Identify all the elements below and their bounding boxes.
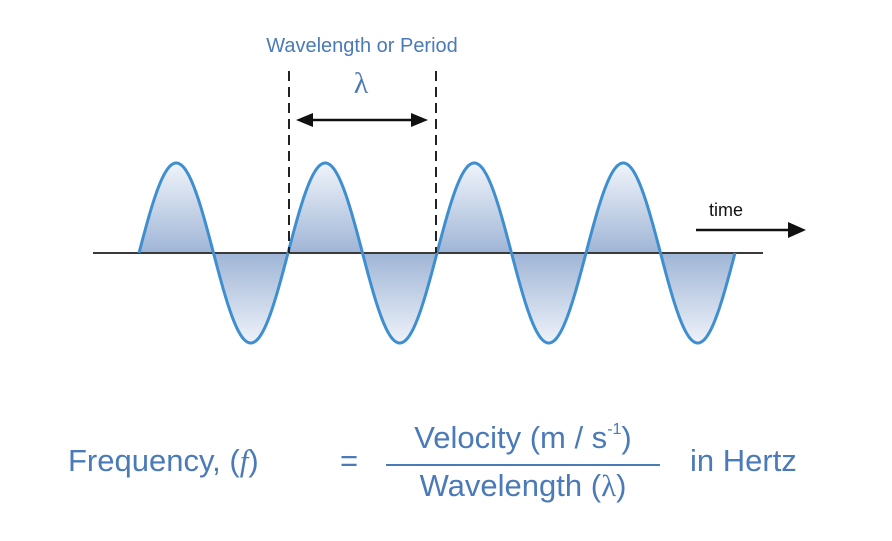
wavelength-double-arrow — [296, 113, 428, 127]
time-arrow — [696, 222, 806, 238]
numerator-exponent: -1 — [607, 421, 622, 438]
wavelength-title: Wavelength or Period — [266, 35, 458, 57]
wave-trough-fill — [362, 253, 437, 343]
numerator-close-paren: ) — [621, 420, 632, 455]
lhs-close-paren: ) — [248, 443, 259, 478]
denominator-lambda: λ — [601, 468, 617, 503]
wave-crest-fill — [586, 163, 661, 253]
denominator-text: Wavelength ( — [419, 468, 602, 503]
arrow-left-head — [296, 113, 313, 127]
formula-lhs: Frequency, (f) — [68, 443, 259, 479]
arrow-right-head — [411, 113, 428, 127]
time-arrow-head — [788, 222, 806, 238]
formula-denominator: Wavelength (λ) — [384, 468, 662, 504]
wave-crest-fill — [437, 163, 512, 253]
wave-fill-group — [139, 163, 735, 343]
equals-sign: = — [340, 443, 359, 478]
wave-diagram: Wavelength or Period λ time — [93, 35, 806, 345]
frequency-symbol: f — [239, 443, 249, 478]
wave-crest-fill — [288, 163, 363, 253]
lhs-open-paren: ( — [229, 443, 240, 478]
denominator-close-paren: ) — [616, 468, 627, 503]
lambda-label: λ — [354, 67, 369, 100]
wave-trough-fill — [660, 253, 735, 343]
wave-crest-fill — [139, 163, 214, 253]
wave-trough-fill — [213, 253, 288, 343]
frequency-word: Frequency, — [68, 443, 221, 478]
frequency-formula: Frequency, (f) = Velocity (m / s-1) Wave… — [0, 420, 892, 520]
fraction-bar — [386, 464, 660, 466]
numerator-text: Velocity (m / s — [414, 420, 608, 455]
time-label: time — [709, 200, 743, 220]
wave-trough-fill — [511, 253, 586, 343]
unit-label: in Hertz — [690, 443, 797, 478]
formula-numerator: Velocity (m / s-1) — [384, 420, 662, 456]
